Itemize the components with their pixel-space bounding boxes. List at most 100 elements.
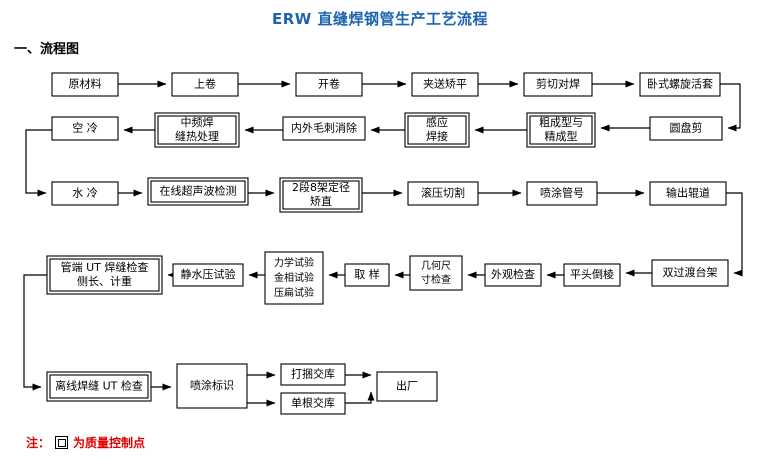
node-box bbox=[46, 371, 152, 402]
node-box bbox=[409, 255, 463, 291]
flow-node-single-delivery[interactable]: 单根交库 bbox=[280, 392, 346, 415]
legend-suffix: 为质量控制点 bbox=[73, 436, 146, 450]
node-box bbox=[280, 392, 346, 415]
flow-node-pipe-number-spray[interactable]: 喷涂管号 bbox=[526, 181, 598, 206]
flow-connector bbox=[25, 129, 52, 197]
flow-connector bbox=[726, 192, 743, 277]
node-box bbox=[147, 177, 249, 206]
node-box bbox=[51, 116, 119, 141]
flow-node-water-cooling[interactable]: 水 冷 bbox=[51, 181, 119, 206]
node-box bbox=[526, 181, 598, 206]
node-label: 缝热处理 bbox=[175, 129, 219, 143]
quality-control-inner-box bbox=[407, 115, 467, 145]
node-box bbox=[51, 72, 119, 97]
flow-node-output-roller[interactable]: 输出辊道 bbox=[649, 181, 727, 206]
node-label: 圆盘剪 bbox=[670, 121, 703, 135]
page-title: ERW 直缝焊钢管生产工艺流程 bbox=[271, 10, 489, 28]
node-label: 感应 bbox=[426, 115, 448, 129]
quality-control-inner-box bbox=[49, 258, 160, 292]
quality-control-inner-box bbox=[150, 180, 246, 203]
flow-node-online-ut[interactable]: 在线超声波检测 bbox=[147, 177, 249, 206]
node-label: 夹送矫平 bbox=[423, 77, 467, 91]
node-label: 取 样 bbox=[354, 267, 380, 281]
node-box bbox=[154, 112, 240, 148]
node-label: 侧长、计重 bbox=[77, 274, 132, 288]
flow-node-facing-bevelling[interactable]: 平头倒棱 bbox=[563, 263, 621, 287]
flow-node-bundle-delivery[interactable]: 打捆交库 bbox=[280, 363, 346, 386]
flow-connector bbox=[345, 391, 375, 404]
node-label: 压扁试验 bbox=[274, 286, 314, 299]
node-box bbox=[404, 112, 470, 148]
quality-control-inner-box bbox=[157, 115, 237, 145]
flow-node-hydrostatic-test[interactable]: 静水压试验 bbox=[172, 263, 244, 287]
node-box bbox=[279, 177, 363, 213]
node-box bbox=[280, 363, 346, 386]
quality-control-inner-box bbox=[282, 180, 360, 210]
node-label: 焊接 bbox=[426, 129, 448, 143]
node-label: 管端 UT 焊缝检查 bbox=[61, 260, 149, 274]
node-label: 卧式螺旋活套 bbox=[647, 77, 713, 91]
flow-node-double-transfer[interactable]: 双过渡台架 bbox=[651, 259, 729, 287]
node-box bbox=[172, 263, 244, 287]
flow-node-roll-cutting[interactable]: 滚压切割 bbox=[407, 181, 479, 206]
node-box bbox=[46, 255, 163, 295]
flow-node-uncoiling[interactable]: 开卷 bbox=[295, 72, 363, 97]
node-box bbox=[639, 72, 721, 97]
node-box bbox=[282, 116, 366, 141]
node-label: 喷涂管号 bbox=[540, 186, 584, 200]
node-label: 在线超声波检测 bbox=[160, 184, 237, 198]
node-label: 喷涂标识 bbox=[190, 378, 234, 392]
quality-control-point-icon bbox=[55, 436, 69, 449]
flow-node-horizontal-looper[interactable]: 卧式螺旋活套 bbox=[639, 72, 721, 97]
node-box bbox=[376, 371, 438, 402]
node-box bbox=[651, 259, 729, 287]
flow-node-offline-weld-ut[interactable]: 离线焊缝 UT 检查 bbox=[46, 371, 152, 402]
legend-prefix: 注： bbox=[26, 436, 51, 450]
node-label: 离线焊缝 UT 检查 bbox=[55, 379, 143, 393]
node-label: 内外毛刺消除 bbox=[291, 121, 357, 135]
node-label: 单根交库 bbox=[291, 396, 335, 410]
node-box bbox=[295, 72, 363, 97]
node-box bbox=[526, 112, 596, 148]
edge-layer bbox=[23, 80, 743, 407]
flow-node-raw-material[interactable]: 原材料 bbox=[51, 72, 119, 97]
flow-node-shear-butt-weld[interactable]: 剪切对焊 bbox=[523, 72, 593, 97]
node-label: 水 冷 bbox=[72, 187, 98, 200]
flow-node-uncoiling-load[interactable]: 上卷 bbox=[171, 72, 239, 97]
flow-node-deburring[interactable]: 内外毛刺消除 bbox=[282, 116, 366, 141]
node-label: 寸检查 bbox=[421, 273, 451, 286]
node-box bbox=[51, 181, 119, 206]
node-label: 力学试验 bbox=[274, 256, 314, 269]
node-label: 原材料 bbox=[69, 77, 102, 91]
flow-node-visual-inspection[interactable]: 外观检查 bbox=[484, 263, 542, 287]
node-label: 双过渡台架 bbox=[663, 265, 718, 279]
flow-node-marking-spray[interactable]: 喷涂标识 bbox=[176, 363, 248, 409]
node-box bbox=[523, 72, 593, 97]
node-label: 矫直 bbox=[310, 194, 332, 208]
node-box bbox=[344, 263, 390, 287]
node-label: 粗成型与 bbox=[539, 115, 583, 129]
flow-node-sampling[interactable]: 取 样 bbox=[344, 263, 390, 287]
node-label: 外观检查 bbox=[491, 267, 535, 281]
flow-node-pinch-levelling[interactable]: 夹送矫平 bbox=[411, 72, 479, 97]
flow-node-ex-works[interactable]: 出厂 bbox=[376, 371, 438, 402]
node-box bbox=[484, 263, 542, 287]
flow-node-air-cooling[interactable]: 空 冷 bbox=[51, 116, 119, 141]
flow-node-disc-shear[interactable]: 圆盘剪 bbox=[649, 116, 723, 141]
node-box bbox=[407, 181, 479, 206]
node-label: 静水压试验 bbox=[181, 267, 236, 281]
quality-control-inner-box bbox=[529, 115, 593, 145]
node-label: 上卷 bbox=[194, 77, 216, 91]
node-label: 中频焊 bbox=[181, 115, 214, 129]
node-label: 开卷 bbox=[318, 77, 340, 91]
